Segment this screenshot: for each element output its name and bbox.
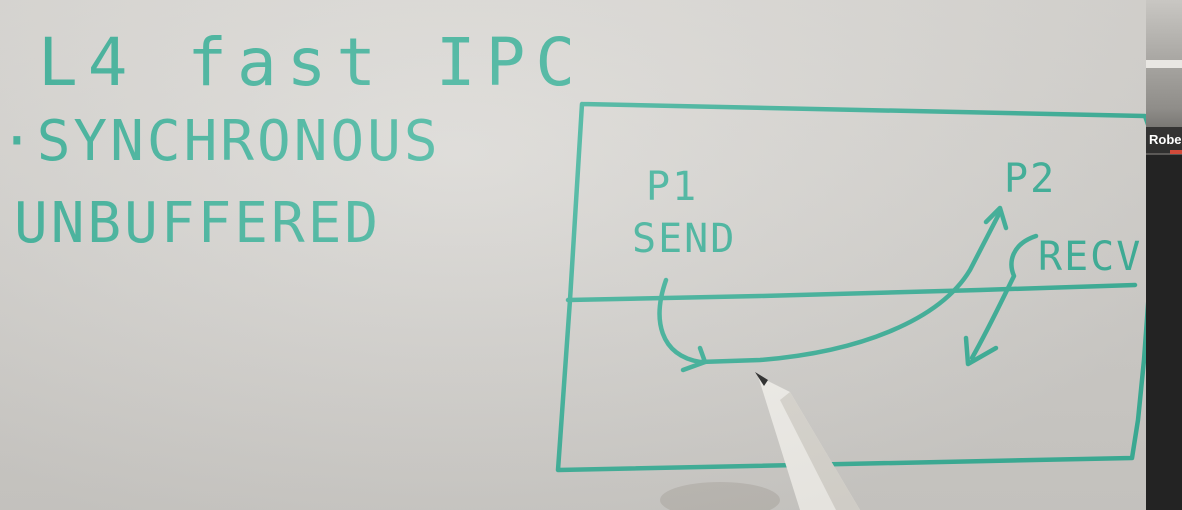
whiteboard-point-unbuffered: UNBUFFERED	[14, 191, 381, 256]
participant-sidebar: Robe	[1146, 0, 1182, 510]
process-p2-label: P2	[1004, 156, 1056, 202]
recv-path-arrow	[969, 233, 1039, 361]
participant-video-thumbnail[interactable]: Robe	[1146, 0, 1182, 155]
participant-mic-indicator	[1170, 150, 1182, 154]
pen-marker	[755, 372, 860, 510]
send-arrowhead-kernel	[680, 345, 708, 373]
process-p1-action: SEND	[632, 216, 736, 262]
send-path-arrow	[657, 209, 1003, 365]
send-arrowhead-p2	[983, 205, 1009, 231]
process-p1-label: P1	[646, 164, 698, 210]
whiteboard-point-synchronous: ·SYNCHRONOUS	[0, 109, 441, 174]
recv-arrowhead-kernel	[963, 335, 999, 367]
process-p2-action: RECV	[1038, 234, 1142, 280]
participant-name-label: Robe	[1146, 127, 1182, 153]
diagram-outer-box	[555, 101, 1146, 473]
diagram-divider-line	[565, 282, 1138, 303]
presenter-hand-shadow	[660, 482, 780, 510]
main-video-feed: L4 fast IPC ·SYNCHRONOUS UNBUFFERED P1 S…	[0, 0, 1146, 510]
participant-thumbnail-highlight	[1146, 60, 1182, 68]
whiteboard: L4 fast IPC ·SYNCHRONOUS UNBUFFERED P1 S…	[0, 24, 1146, 510]
whiteboard-title: L4 fast IPC	[38, 24, 585, 101]
